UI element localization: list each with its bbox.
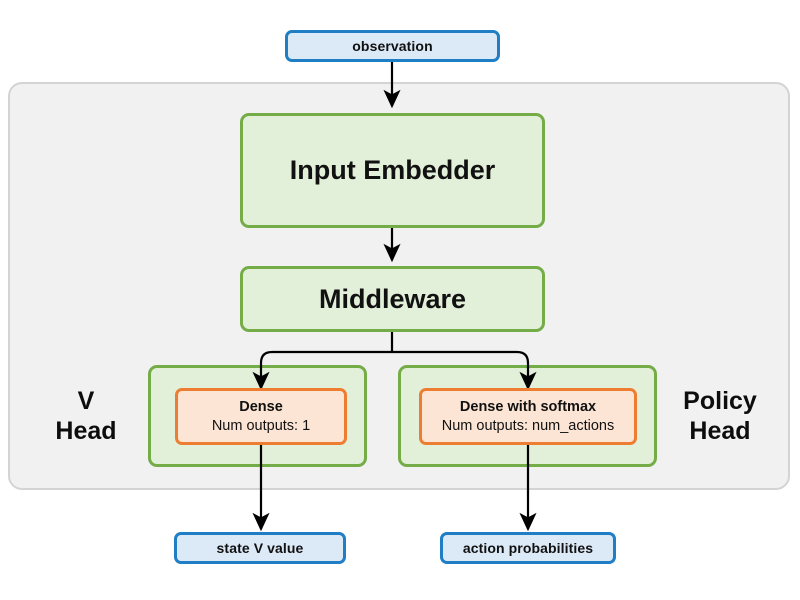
node-action-probabilities-label: action probabilities xyxy=(462,540,594,556)
node-policy-head-dense-title: Dense with softmax xyxy=(459,398,597,415)
node-middleware-label: Middleware xyxy=(318,283,467,314)
node-v-head-dense[interactable]: Dense Num outputs: 1 xyxy=(175,388,347,445)
node-observation-label: observation xyxy=(352,38,433,54)
node-state-v-value-label: state V value xyxy=(216,540,304,556)
node-v-head-dense-title: Dense xyxy=(239,398,283,415)
node-policy-head-dense-subtitle: Num outputs: num_actions xyxy=(441,417,615,434)
node-state-v-value[interactable]: state V value xyxy=(174,532,346,564)
v-head-caption-line2: Head xyxy=(55,417,117,445)
node-input-embedder[interactable]: Input Embedder xyxy=(240,113,545,228)
policy-head-caption: Policy Head xyxy=(664,383,776,449)
policy-head-caption-line2: Head xyxy=(689,417,751,445)
node-policy-head-dense[interactable]: Dense with softmax Num outputs: num_acti… xyxy=(419,388,637,445)
node-observation[interactable]: observation xyxy=(285,30,500,62)
node-v-head-dense-subtitle: Num outputs: 1 xyxy=(211,417,311,434)
node-action-probabilities[interactable]: action probabilities xyxy=(440,532,616,564)
node-input-embedder-label: Input Embedder xyxy=(289,155,496,185)
policy-head-caption-line1: Policy xyxy=(683,387,757,415)
node-middleware[interactable]: Middleware xyxy=(240,266,545,332)
v-head-caption-line1: V xyxy=(77,387,95,415)
v-head-caption: V Head xyxy=(34,383,138,449)
